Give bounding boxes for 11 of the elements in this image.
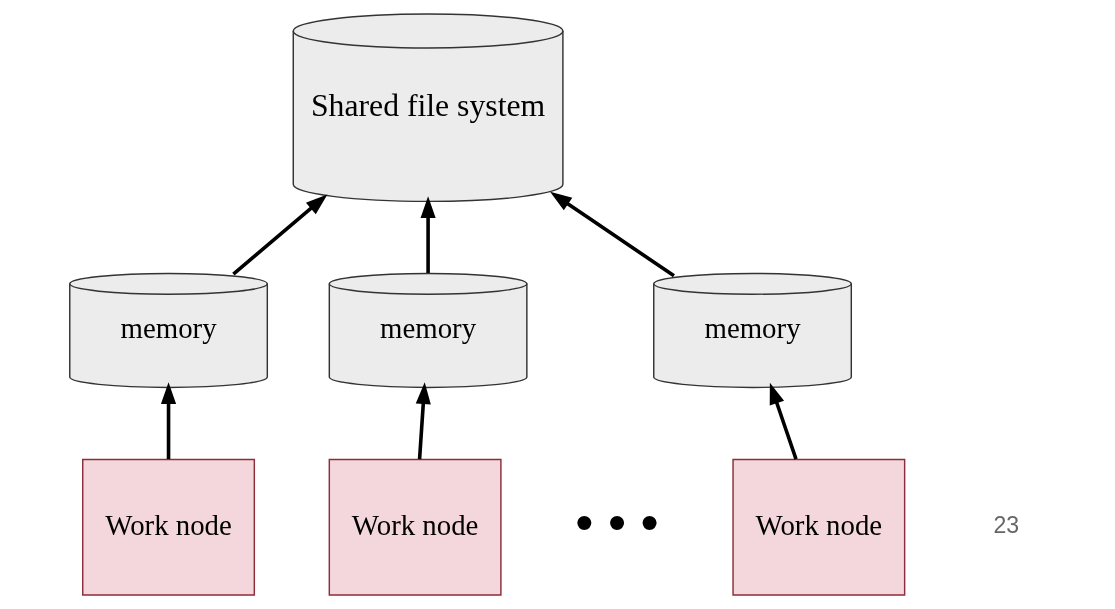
node-box: Work node <box>328 458 502 596</box>
arrow <box>160 382 177 460</box>
node-box: Work node <box>732 458 906 596</box>
arrow <box>550 191 675 278</box>
arrow <box>769 382 798 460</box>
label: 23 <box>993 511 1020 538</box>
label: • • • <box>575 492 659 551</box>
arrow <box>415 382 431 460</box>
arrow <box>232 194 328 276</box>
arrow <box>420 196 436 273</box>
node-box: Work node <box>82 458 256 596</box>
